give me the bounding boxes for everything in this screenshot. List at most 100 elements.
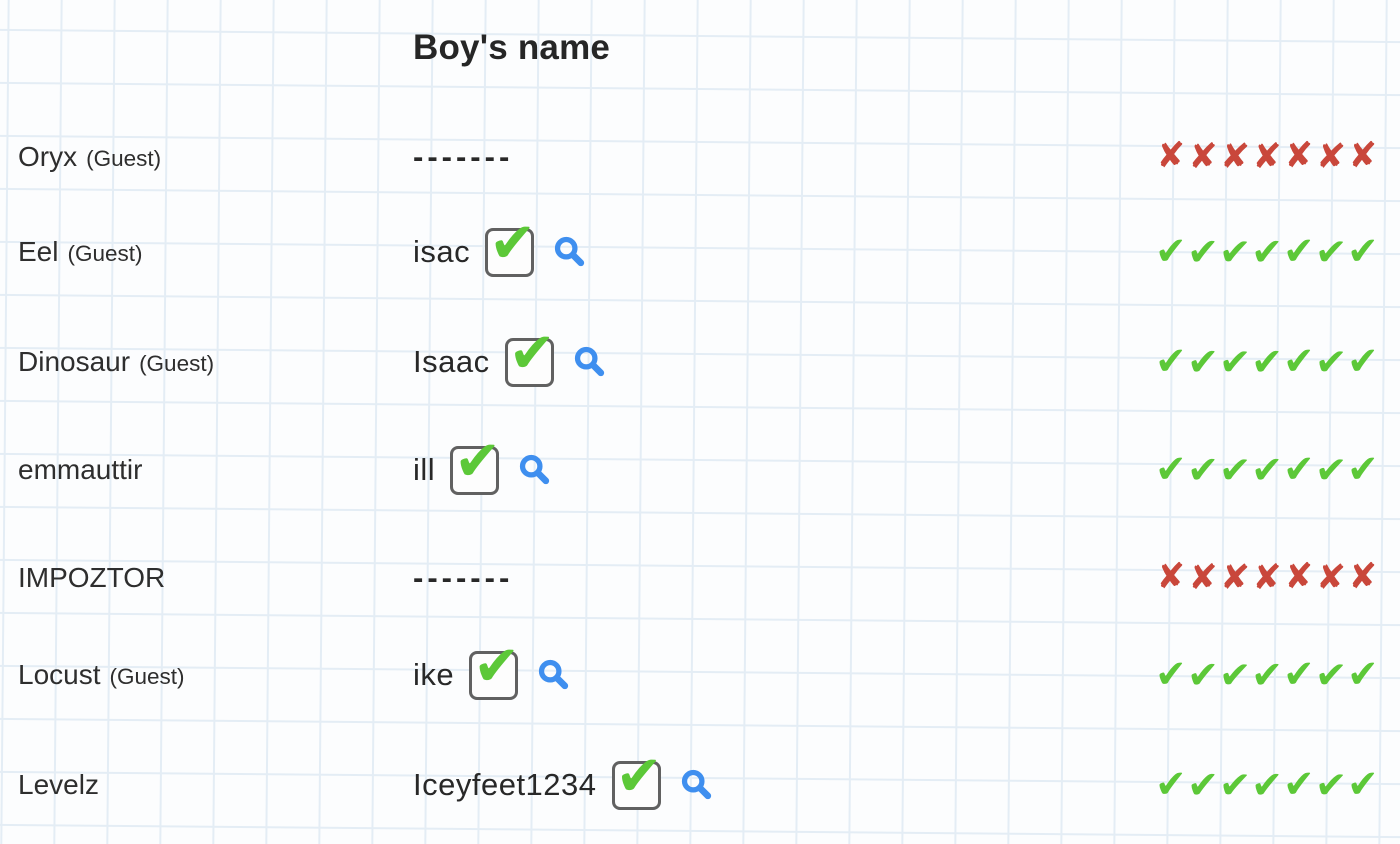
vote-cross-icon: ✘ [1188, 136, 1218, 177]
votes-cell: ✔✔✔✔✔✔✔ [1154, 338, 1400, 384]
player-name: Dinosaur [18, 346, 131, 377]
votes-cell: ✘✘✘✘✘✘✘ [1155, 135, 1400, 178]
answer-cell: isac ✔ [413, 215, 1155, 277]
vote-check-icon: ✔ [1314, 447, 1348, 493]
vote-check-icon: ✔ [1187, 340, 1219, 384]
player-guest-tag: (Guest) [86, 146, 162, 171]
answer-text: isac [413, 234, 471, 269]
vote-check-icon: ✔ [1187, 448, 1219, 492]
vote-check-icon: ✔ [1346, 338, 1380, 384]
answer-validated-checkbox[interactable]: ✔ [611, 748, 662, 810]
vote-cross-icon: ✘ [1155, 556, 1187, 598]
answer-cell: ------- ✔ [413, 139, 1155, 175]
votes-cell: ✔✔✔✔✔✔✔ [1154, 446, 1400, 493]
vote-check-icon: ✔ [1282, 338, 1316, 384]
vote-check-icon: ✔ [1346, 761, 1380, 807]
votes-cell: ✔✔✔✔✔✔✔ [1154, 228, 1400, 275]
check-icon: ✔ [508, 320, 556, 386]
player-name-cell: IMPOZTOR [0, 562, 413, 594]
player-name: IMPOZTOR [18, 562, 166, 593]
vote-cross-icon: ✘ [1219, 135, 1251, 178]
vote-check-icon: ✔ [1187, 653, 1219, 697]
vote-cross-icon: ✘ [1315, 556, 1347, 599]
answer-text: ------- [413, 139, 514, 174]
vote-check-icon: ✔ [1218, 229, 1252, 275]
search-icon[interactable] [553, 235, 587, 269]
vote-cross-icon: ✘ [1219, 556, 1251, 599]
answer-cell: ill ✔ [413, 433, 1155, 495]
vote-check-icon: ✔ [1251, 340, 1283, 384]
player-row: IMPOZTOR ------- ✔ ✘✘✘✘✘✘✘ [0, 554, 1400, 602]
search-icon[interactable] [537, 658, 571, 692]
search-icon[interactable] [680, 768, 714, 802]
vote-check-icon: ✔ [1187, 230, 1219, 274]
vote-check-icon: ✔ [1282, 228, 1316, 274]
votes-cell: ✔✔✔✔✔✔✔ [1154, 761, 1400, 808]
table-header: Boy's name [0, 20, 1400, 76]
answer-cell: Isaac ✔ [413, 325, 1155, 387]
vote-cross-icon: ✘ [1347, 135, 1379, 177]
answer-text: Isaac [413, 344, 490, 379]
vote-check-icon: ✔ [1282, 651, 1316, 697]
search-icon[interactable] [573, 345, 607, 379]
answer-text: ------- [413, 560, 514, 595]
player-name: emmauttir [18, 454, 143, 485]
player-name: Levelz [18, 769, 99, 800]
answer-validated-checkbox[interactable]: ✔ [485, 215, 536, 277]
vote-check-icon: ✔ [1282, 446, 1316, 492]
player-name-cell: Locust (Guest) [0, 659, 413, 691]
check-icon: ✔ [473, 633, 521, 699]
check-icon: ✔ [454, 428, 502, 494]
vote-cross-icon: ✘ [1283, 556, 1315, 598]
vote-check-icon: ✔ [1314, 652, 1348, 698]
vote-check-icon: ✔ [1218, 762, 1252, 808]
vote-check-icon: ✔ [1314, 229, 1348, 275]
vote-cross-icon: ✘ [1252, 136, 1282, 177]
vote-cross-icon: ✘ [1315, 135, 1347, 178]
answer-validated-checkbox[interactable]: ✔ [469, 638, 520, 700]
vote-check-icon: ✔ [1187, 763, 1219, 807]
player-guest-tag: (Guest) [139, 351, 215, 376]
vote-check-icon: ✔ [1154, 651, 1188, 697]
vote-check-icon: ✔ [1154, 228, 1188, 274]
vote-check-icon: ✔ [1251, 653, 1283, 697]
vote-cross-icon: ✘ [1283, 135, 1315, 177]
player-name: Locust [18, 659, 101, 690]
player-name-cell: Oryx (Guest) [0, 141, 413, 173]
check-icon: ✔ [615, 743, 663, 809]
player-row: Eel(Guest) isac ✔ ✔✔✔✔✔✔✔ [0, 215, 1400, 277]
player-row: Dinosaur (Guest) Isaac ✔ ✔✔✔✔✔✔✔ [0, 325, 1400, 387]
vote-cross-icon: ✘ [1188, 557, 1218, 598]
check-icon: ✔ [489, 210, 537, 276]
player-name: Eel [18, 236, 59, 267]
answer-text: ill [413, 452, 436, 487]
vote-check-icon: ✔ [1346, 228, 1380, 274]
player-guest-tag: (Guest) [109, 664, 185, 689]
votes-cell: ✘✘✘✘✘✘✘ [1155, 556, 1400, 599]
player-guest-tag: (Guest) [67, 241, 143, 266]
vote-check-icon: ✔ [1218, 447, 1252, 493]
answer-validated-checkbox[interactable]: ✔ [450, 433, 501, 495]
vote-check-icon: ✔ [1346, 446, 1380, 492]
player-row: Levelz Iceyfeet1234 ✔ ✔✔✔✔✔✔✔ [0, 748, 1400, 810]
vote-cross-icon: ✘ [1347, 556, 1379, 598]
vote-cross-icon: ✘ [1252, 557, 1282, 598]
player-name: Oryx [18, 141, 78, 172]
vote-check-icon: ✔ [1251, 230, 1283, 274]
vote-check-icon: ✔ [1154, 338, 1188, 384]
vote-cross-icon: ✘ [1155, 135, 1187, 177]
answer-text: Iceyfeet1234 [413, 767, 597, 802]
player-row: emmauttir ill ✔ ✔✔✔✔✔✔✔ [0, 433, 1400, 495]
vote-check-icon: ✔ [1314, 762, 1348, 808]
vote-check-icon: ✔ [1154, 761, 1188, 807]
player-name-cell: Dinosaur (Guest) [0, 346, 413, 378]
answer-cell: ------- ✔ [413, 560, 1155, 596]
player-name-cell: Eel (Guest) [0, 236, 413, 268]
vote-check-icon: ✔ [1346, 651, 1380, 697]
answer-validated-checkbox[interactable]: ✔ [504, 325, 556, 387]
search-icon[interactable] [518, 453, 552, 487]
answer-cell: ike ✔ [413, 638, 1155, 700]
answer-cell: Iceyfeet1234 ✔ [413, 748, 1155, 810]
vote-check-icon: ✔ [1218, 652, 1252, 698]
